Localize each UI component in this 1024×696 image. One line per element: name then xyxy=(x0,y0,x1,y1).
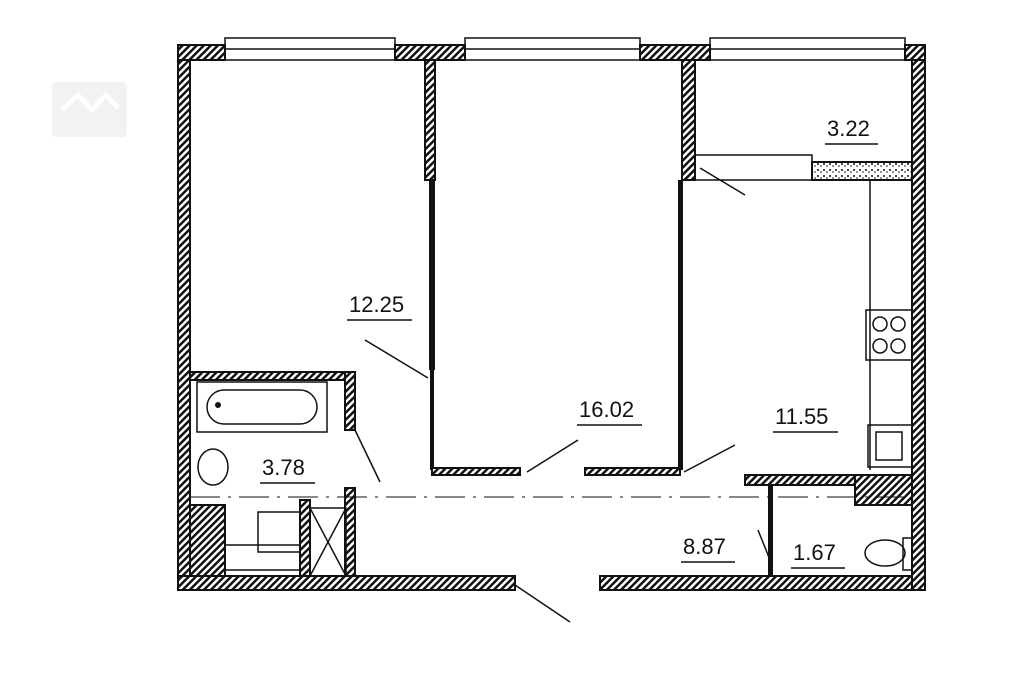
room-area-bathroom: 3.78 xyxy=(262,455,305,480)
room-area-living-room: 16.02 xyxy=(579,397,634,422)
interior-walls xyxy=(189,59,913,577)
area-labels: 12.25 16.02 11.55 3.22 3.78 8.87 1.67 xyxy=(260,116,878,569)
bathtub-icon xyxy=(196,381,328,433)
kitchen-sink-icon xyxy=(867,424,913,468)
fixtures xyxy=(196,180,913,577)
door-swings xyxy=(190,167,912,623)
toilet-icon xyxy=(864,537,913,571)
room-area-kitchen: 11.55 xyxy=(775,404,828,429)
windows xyxy=(224,37,906,181)
room-area-toilet: 1.67 xyxy=(793,540,836,565)
room-area-bedroom: 12.25 xyxy=(349,292,404,317)
room-area-hallway: 8.87 xyxy=(683,534,726,559)
washing-machine-icon xyxy=(224,511,301,571)
outer-walls xyxy=(177,44,926,591)
shaft-icon xyxy=(309,507,347,577)
room-area-balcony: 3.22 xyxy=(827,116,870,141)
watermark-logo xyxy=(52,82,127,137)
stove-icon xyxy=(865,309,913,361)
washbasin-icon xyxy=(197,448,229,486)
